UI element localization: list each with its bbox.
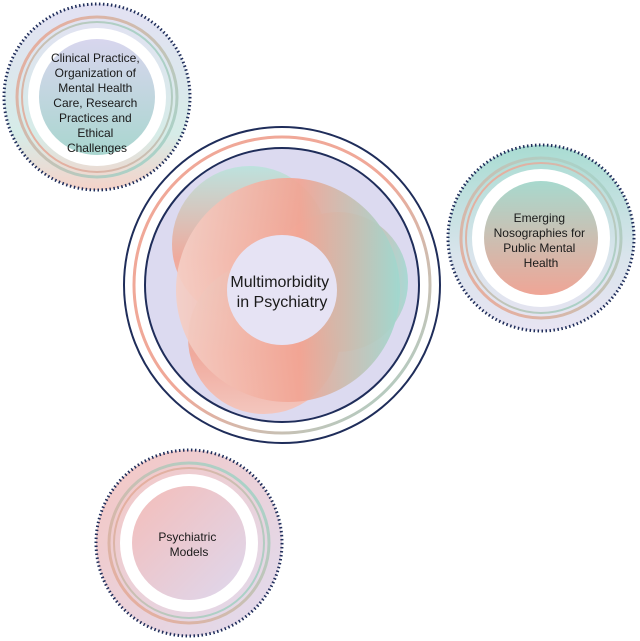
psychiatric-models-node: Psychiatric Models xyxy=(94,448,284,638)
nosographies-arc-a xyxy=(459,156,623,320)
nosographies-core xyxy=(484,181,598,295)
clinical-practice-node: Clinical Practice, Organization of Menta… xyxy=(2,2,192,192)
models-arc-a xyxy=(107,461,271,625)
center-node: Multimorbidity in Psychiatry xyxy=(123,126,441,444)
clinical-arc-a xyxy=(15,15,179,179)
clinical-label: Clinical Practice, Organization of Menta… xyxy=(51,51,143,155)
clinical-core xyxy=(39,39,155,155)
models-arc-b xyxy=(113,467,265,619)
nosographies-node: Emerging Nosographies for Public Mental … xyxy=(446,143,636,333)
models-core xyxy=(132,486,246,600)
models-label: Psychiatric Models xyxy=(158,530,219,559)
center-label: Multimorbidity in Psychiatry xyxy=(230,274,333,311)
nosographies-arc-b xyxy=(465,162,617,314)
center-gradient-arc xyxy=(132,135,432,435)
clinical-arc-b xyxy=(21,21,173,173)
nosographies-label: Emerging Nosographies for Public Mental … xyxy=(494,211,589,270)
center-core xyxy=(227,235,337,345)
